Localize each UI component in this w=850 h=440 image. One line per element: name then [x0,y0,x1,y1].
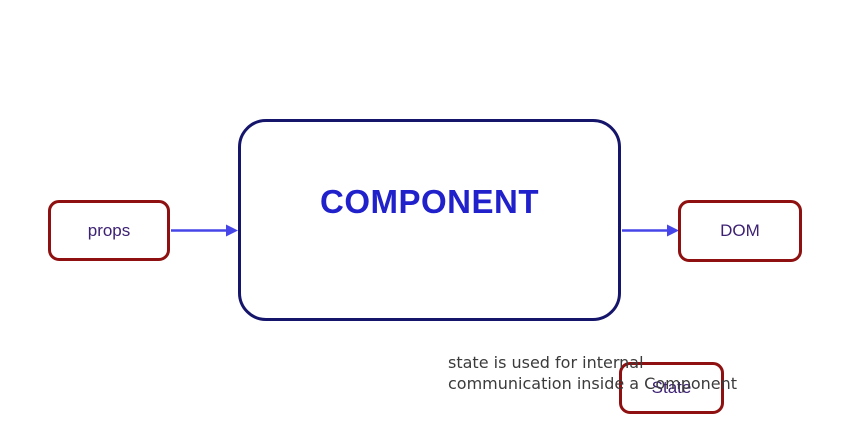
state-node: State [619,362,724,414]
caption-line-1: state is used for internal [448,353,644,372]
component-node: COMPONENT State [238,119,724,414]
caption: state is used for internal communication… [448,352,737,394]
props-node: props [48,200,170,261]
dom-node-label: DOM [720,221,760,240]
caption-line-2: communication inside a Component [448,374,738,393]
dom-node: DOM [678,200,802,262]
arrow-props-to-component-icon [171,224,238,237]
props-node-label: props [87,220,131,240]
arrow-component-to-dom-icon [622,224,679,237]
state-node-label: State [651,378,692,397]
component-node-label: COMPONENT [320,183,539,220]
